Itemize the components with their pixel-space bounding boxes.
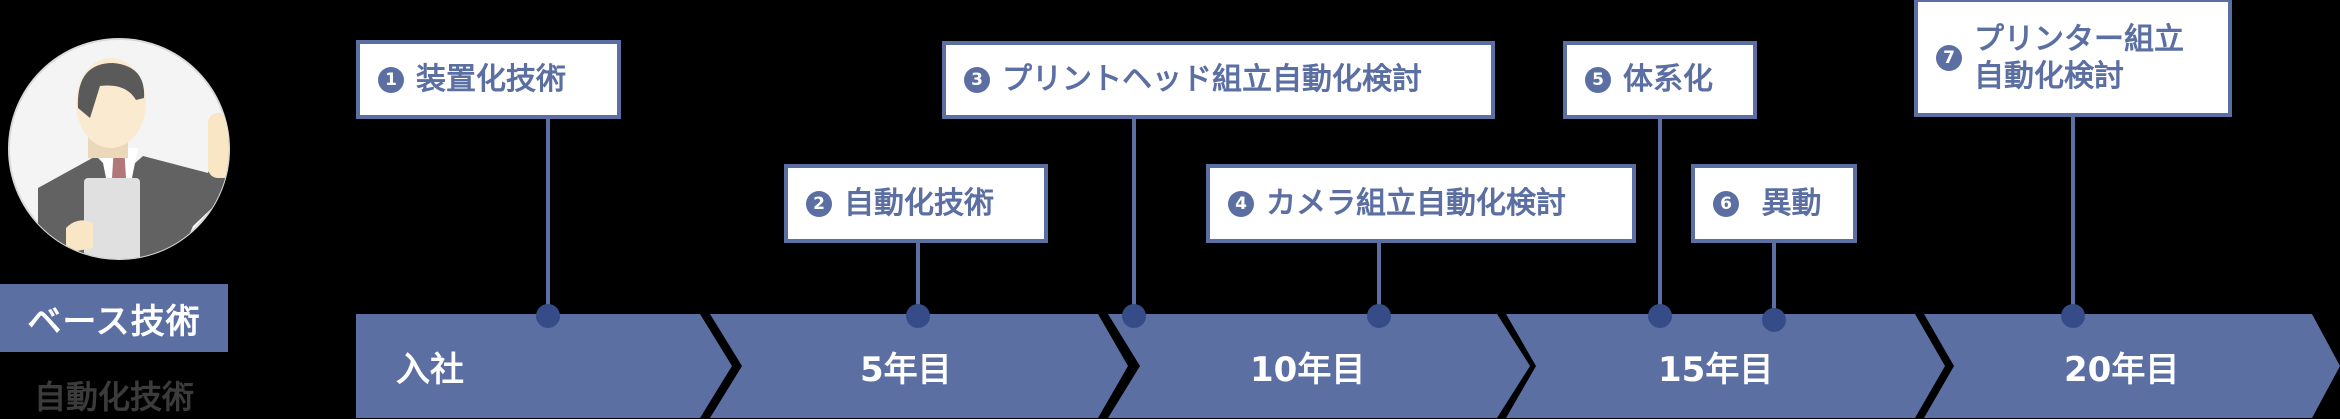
segment-label-year10: 10年目 (1250, 349, 1366, 390)
milestone-dot (1367, 304, 1391, 328)
businessman-presenting-icon (8, 38, 230, 260)
number-badge: 7 (1936, 44, 1962, 71)
event-text: プリンター組立 自動化検討 (1974, 21, 2184, 94)
role-subtitle: 自動化技術 (33, 378, 194, 416)
milestone-dot (1648, 304, 1672, 328)
number-badge: 4 (1228, 190, 1254, 217)
number-badge: 2 (806, 190, 832, 217)
milestone-dot (1122, 304, 1146, 328)
milestone-dot (536, 304, 560, 328)
event-box-1: 1 装置化技術 (356, 40, 621, 119)
milestone-dot (906, 304, 930, 328)
segment-shape-3 (1506, 314, 1945, 418)
event-box-4: 4 カメラ組立自動化検討 (1206, 164, 1636, 243)
event-text: 異動 (1751, 185, 1822, 221)
number-badge: 6 (1713, 190, 1739, 217)
segment-label-year5: 5年目 (860, 349, 952, 390)
segment-shape-4 (1924, 314, 2340, 418)
event-text: 装置化技術 (416, 61, 566, 97)
event-text: 体系化 (1623, 62, 1713, 97)
event-box-5: 5 体系化 (1563, 41, 1757, 119)
segment-shape-1 (710, 314, 1128, 418)
event-box-3: 3 プリントヘッド組立自動化検討 (942, 41, 1495, 119)
avatar (8, 38, 230, 260)
event-box-2: 2 自動化技術 (784, 164, 1048, 243)
segment-label-year15: 15年目 (1658, 349, 1774, 390)
role-badge: ベース技術 (0, 284, 228, 352)
milestone-dot (1762, 308, 1786, 332)
event-text: プリントヘッド組立自動化検討 (1002, 62, 1422, 97)
event-box-7: 7 プリンター組立 自動化検討 (1914, 0, 2232, 117)
number-badge: 3 (964, 67, 990, 93)
event-text: 自動化技術 (844, 185, 994, 221)
number-badge: 1 (378, 66, 404, 93)
segment-label-year20: 20年目 (2064, 349, 2180, 390)
segment-label-join: 入社 (396, 349, 464, 390)
number-badge: 5 (1585, 67, 1611, 93)
event-text: カメラ組立自動化検討 (1266, 185, 1566, 221)
segment-shape-2 (1108, 314, 1530, 418)
event-box-6: 6 異動 (1691, 164, 1857, 243)
segment-shape-0 (356, 314, 732, 418)
milestone-dot (2061, 304, 2085, 328)
